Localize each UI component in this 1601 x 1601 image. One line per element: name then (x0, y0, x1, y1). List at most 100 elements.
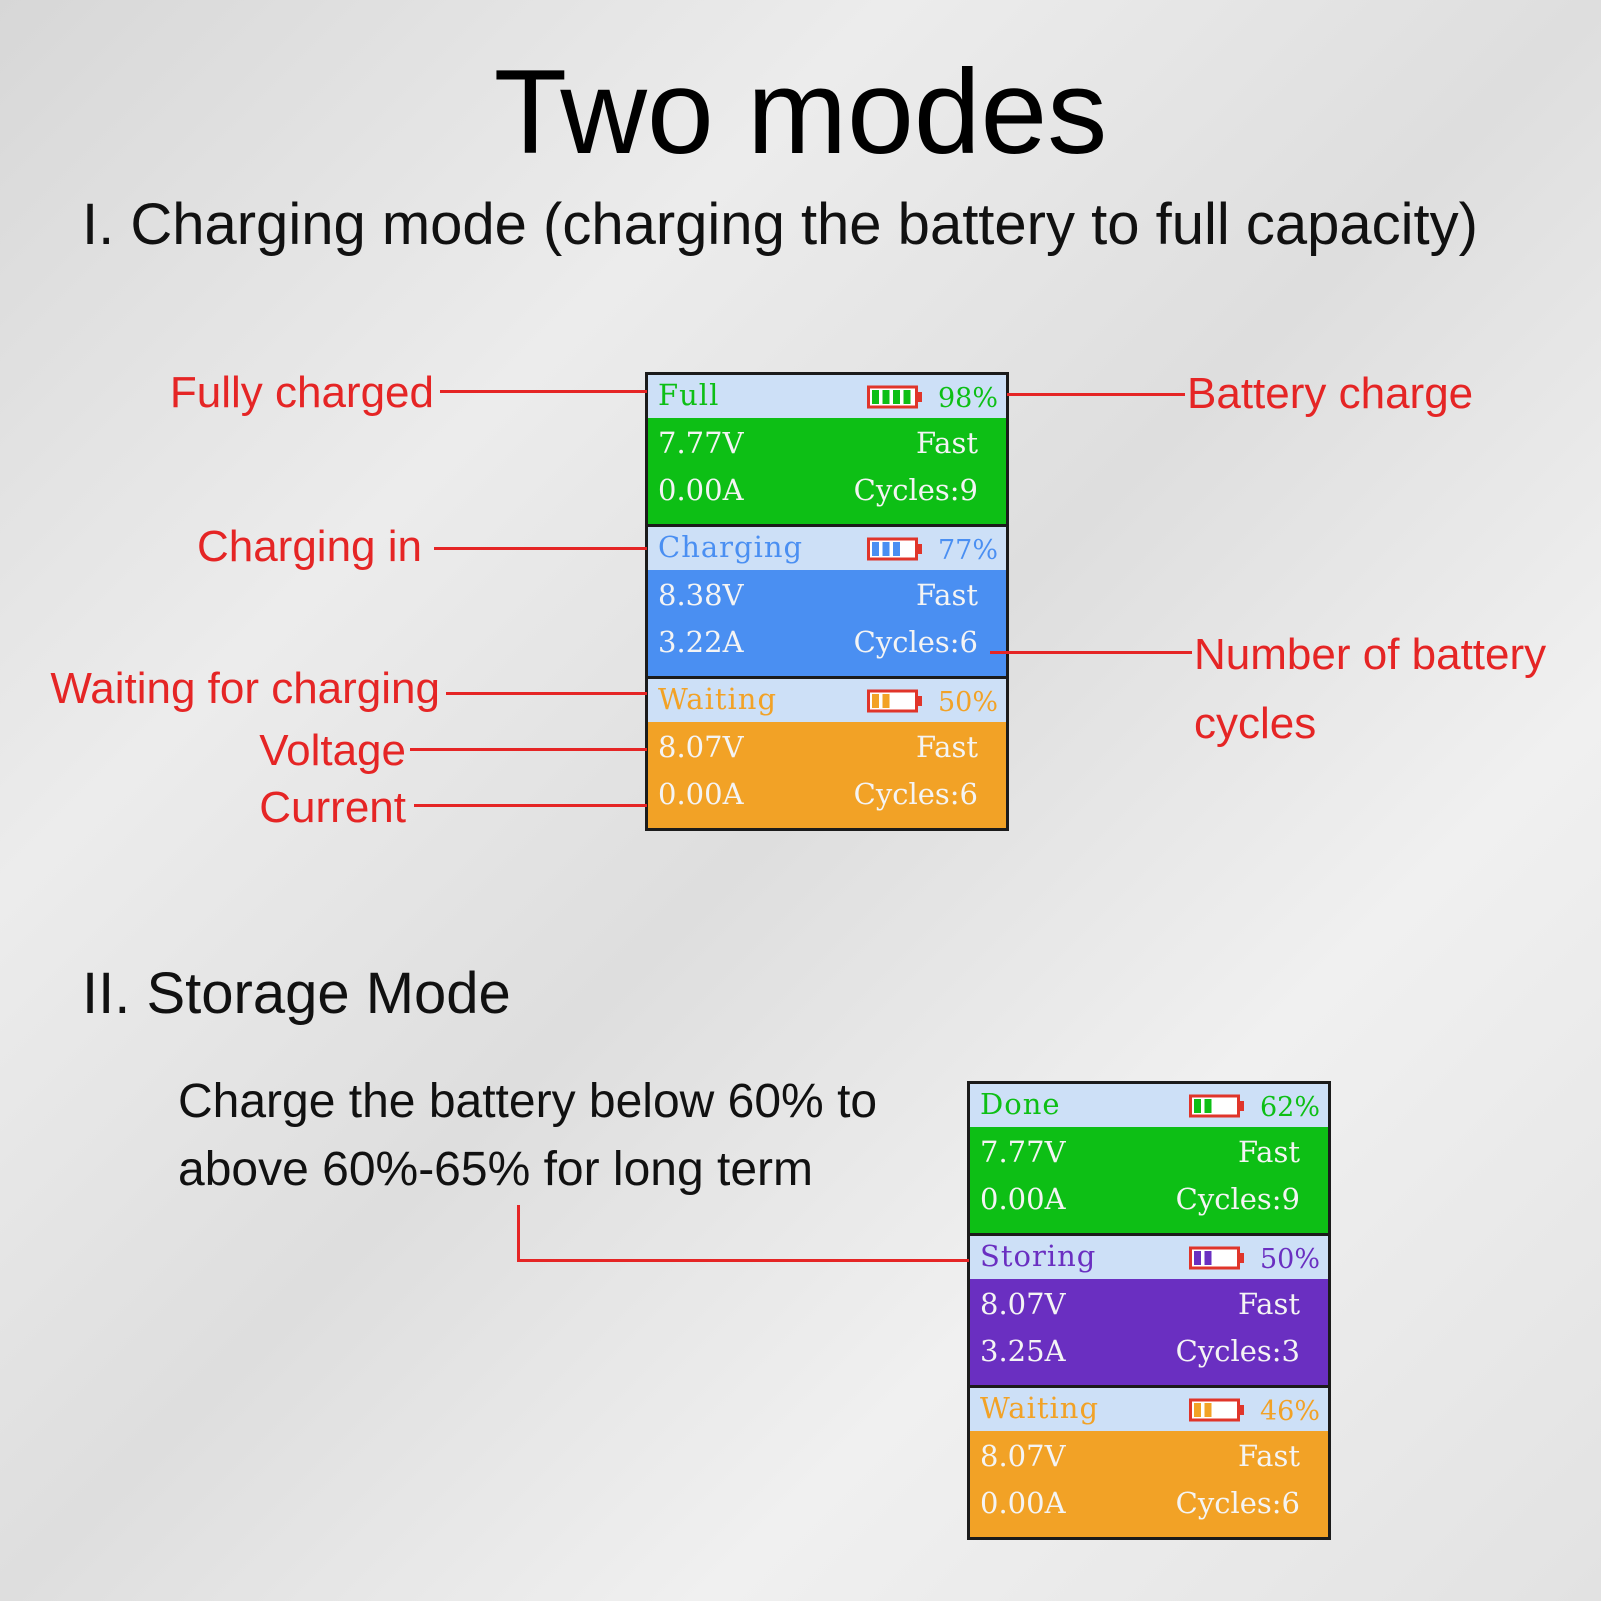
cycles-value: Cycles:9 (1175, 1182, 1300, 1216)
speed-value: Fast (1238, 1439, 1300, 1473)
battery-bar (893, 542, 900, 556)
storage-description-line1: Charge the battery below 60% to (178, 1075, 878, 1128)
status-body: 7.77V Fast 0.00A Cycles:9 (970, 1127, 1328, 1233)
status-block: Waiting 46% 8.07V Fast 0.00A Cycles:6 (970, 1388, 1328, 1537)
status-header: Charging 77% (648, 527, 1006, 570)
status-block: Storing 50% 8.07V Fast 3.25A Cycles:3 (970, 1236, 1328, 1385)
battery-percent: 50% (1259, 1244, 1320, 1275)
leader-line-current (414, 804, 647, 807)
storage-description-line2: above 60%-65% for long term (178, 1143, 814, 1196)
callout-fully-charged: Fully charged (169, 368, 434, 417)
charging-mode-heading: I. Charging mode (charging the battery t… (82, 192, 1478, 257)
status-body: 8.07V Fast 0.00A Cycles:6 (648, 722, 1006, 828)
battery-bar (872, 542, 879, 556)
battery-bar (872, 390, 879, 404)
page-title: Two modes (493, 45, 1108, 179)
battery-icon (1189, 1246, 1244, 1270)
battery-bar (882, 390, 890, 404)
status-label: Storing (980, 1239, 1097, 1273)
battery-bar (882, 694, 890, 708)
battery-icon (1189, 1094, 1244, 1118)
storage-mode-display: Done 62% 7.77V Fast 0.00A Cycles:9 Stori… (967, 1081, 1331, 1540)
battery-tip (1239, 1253, 1244, 1263)
status-header: Done 62% (970, 1084, 1328, 1127)
leader-line-battery-cycles (990, 651, 1192, 654)
charging-mode-display: Full 98% 7.77V Fast 0.00A Cycles:9 Charg… (645, 372, 1009, 831)
battery-percent: 46% (1259, 1396, 1320, 1427)
status-label: Full (658, 378, 720, 412)
battery-percent: 62% (1259, 1092, 1320, 1123)
status-header: Waiting 46% (970, 1388, 1328, 1431)
cycles-value: Cycles:6 (853, 777, 978, 811)
battery-icon (867, 385, 922, 409)
leader-line-storage-vertical (517, 1205, 520, 1262)
current-value: 0.00A (980, 1486, 1066, 1520)
speed-value: Fast (916, 426, 978, 460)
battery-bar (872, 694, 879, 708)
status-body: 8.38V Fast 3.22A Cycles:6 (648, 570, 1006, 676)
leader-line-waiting (446, 692, 647, 695)
battery-tip (917, 544, 922, 554)
cycles-value: Cycles:6 (853, 625, 978, 659)
leader-line-voltage (410, 748, 647, 751)
leader-line-fully-charged (440, 390, 647, 393)
current-value: 0.00A (658, 473, 744, 507)
voltage-value: 7.77V (658, 426, 744, 460)
battery-bar (1204, 1403, 1212, 1417)
current-value: 3.22A (658, 625, 744, 659)
current-value: 3.25A (980, 1334, 1066, 1368)
status-label: Waiting (658, 682, 778, 716)
battery-bar (903, 390, 911, 404)
battery-body (1189, 1246, 1240, 1270)
status-block: Charging 77% 8.38V Fast 3.22A Cycles:6 (648, 527, 1006, 676)
voltage-value: 8.07V (980, 1287, 1066, 1321)
battery-tip (1239, 1101, 1244, 1111)
battery-bar (1194, 1403, 1201, 1417)
callout-current: Current (259, 783, 406, 832)
status-body: 8.07V Fast 0.00A Cycles:6 (970, 1431, 1328, 1537)
storage-mode-heading: II. Storage Mode (82, 961, 511, 1026)
battery-icon (867, 689, 922, 713)
battery-bar (893, 390, 900, 404)
status-body: 7.77V Fast 0.00A Cycles:9 (648, 418, 1006, 524)
battery-body (867, 689, 918, 713)
current-value: 0.00A (658, 777, 744, 811)
battery-percent: 77% (937, 535, 998, 566)
speed-value: Fast (1238, 1135, 1300, 1169)
voltage-value: 8.38V (658, 578, 744, 612)
battery-bar (1194, 1099, 1201, 1113)
battery-icon (867, 537, 922, 561)
voltage-value: 8.07V (980, 1439, 1066, 1473)
status-body: 8.07V Fast 3.25A Cycles:3 (970, 1279, 1328, 1385)
cycles-value: Cycles:9 (853, 473, 978, 507)
battery-bar (1204, 1251, 1212, 1265)
callout-waiting-for-charging: Waiting for charging (50, 664, 440, 713)
status-label: Done (980, 1087, 1061, 1121)
cycles-value: Cycles:6 (1175, 1486, 1300, 1520)
battery-bar (1194, 1251, 1201, 1265)
callout-battery-charge: Battery charge (1187, 369, 1474, 418)
callout-voltage: Voltage (259, 726, 406, 775)
status-header: Waiting 50% (648, 679, 1006, 722)
speed-value: Fast (916, 578, 978, 612)
callout-charging-in: Charging in (196, 522, 422, 571)
status-block: Done 62% 7.77V Fast 0.00A Cycles:9 (970, 1084, 1328, 1233)
status-block: Full 98% 7.77V Fast 0.00A Cycles:9 (648, 375, 1006, 524)
speed-value: Fast (1238, 1287, 1300, 1321)
battery-body (867, 537, 918, 561)
callout-battery-cycles-line2: cycles (1194, 699, 1317, 748)
battery-icon (1189, 1398, 1244, 1422)
speed-value: Fast (916, 730, 978, 764)
status-block: Waiting 50% 8.07V Fast 0.00A Cycles:6 (648, 679, 1006, 828)
voltage-value: 7.77V (980, 1135, 1066, 1169)
leader-line-charging-in (434, 547, 647, 550)
callout-battery-cycles-line1: Number of battery (1194, 630, 1547, 679)
leader-line-battery-charge (1007, 393, 1185, 396)
battery-bar (1204, 1099, 1212, 1113)
battery-percent: 50% (937, 687, 998, 718)
battery-bar (882, 542, 890, 556)
battery-percent: 98% (937, 383, 998, 414)
battery-tip (917, 392, 922, 402)
battery-body (1189, 1094, 1240, 1118)
battery-tip (917, 696, 922, 706)
